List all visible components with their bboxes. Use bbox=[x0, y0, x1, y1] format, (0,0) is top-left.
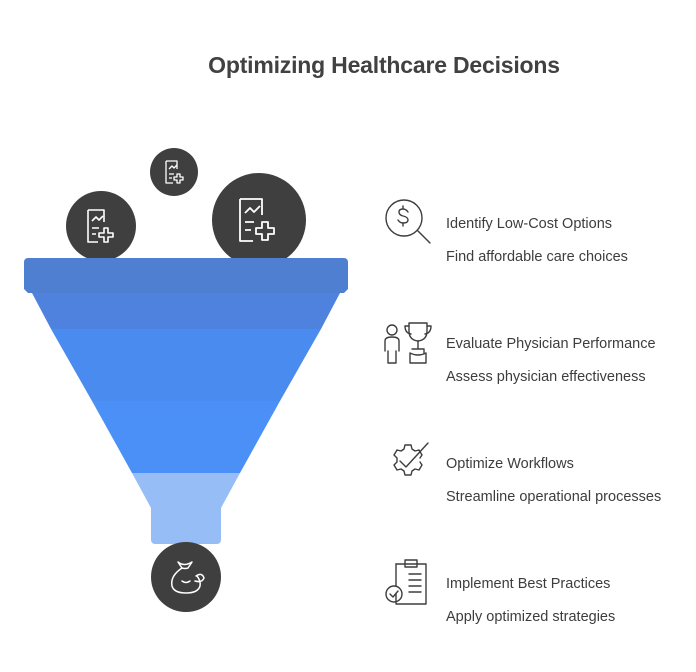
item-desc-workflows: Streamline operational processes bbox=[446, 489, 662, 505]
dollar-magnifier-icon bbox=[382, 196, 434, 248]
person-trophy-icon bbox=[382, 318, 434, 370]
item-title-best-practices: Implement Best Practices bbox=[446, 576, 611, 592]
item-title-workflows: Optimize Workflows bbox=[446, 456, 574, 472]
item-title-low-cost: Identify Low-Cost Options bbox=[446, 216, 613, 232]
clipboard-check-icon bbox=[382, 556, 434, 608]
funnel-spout bbox=[132, 473, 240, 544]
funnel-band-1 bbox=[32, 293, 340, 329]
report-plus-icon bbox=[212, 173, 306, 267]
item-desc-best-practices: Apply optimized strategies bbox=[446, 609, 616, 625]
page-title: Optimizing Healthcare Decisions bbox=[208, 52, 560, 78]
funnel-rim bbox=[24, 258, 348, 293]
funnel-band-3 bbox=[92, 401, 280, 473]
item-desc-low-cost: Find affordable care choices bbox=[446, 249, 628, 265]
item-title-physician: Evaluate Physician Performance bbox=[446, 336, 656, 352]
funnel-band-2 bbox=[51, 329, 321, 401]
item-desc-physician: Assess physician effectiveness bbox=[446, 369, 646, 385]
report-plus-icon bbox=[66, 191, 136, 261]
gear-check-icon bbox=[382, 436, 434, 488]
report-plus-icon bbox=[150, 148, 198, 196]
money-bag-icon bbox=[151, 542, 221, 612]
